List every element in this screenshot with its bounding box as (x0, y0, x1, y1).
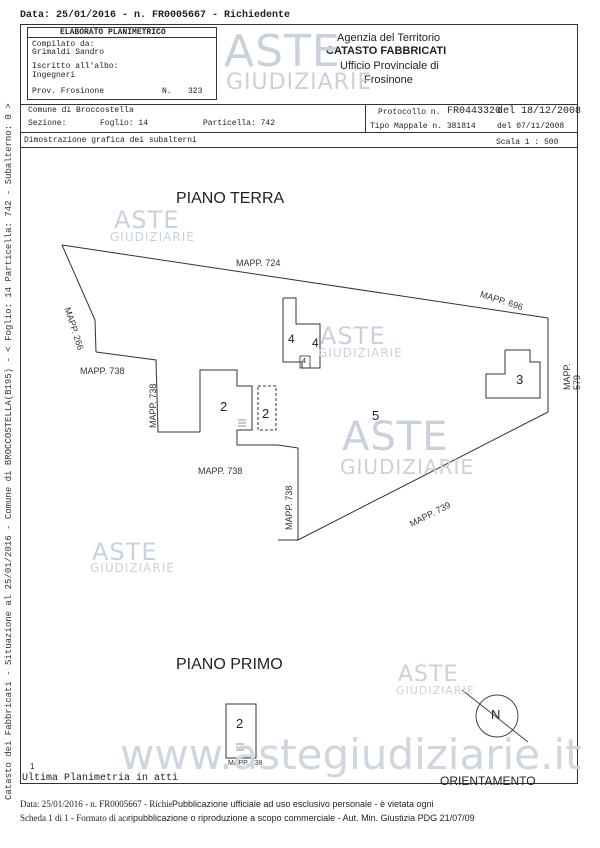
sub-label-2b: 2 (262, 406, 270, 421)
watermark-giudiziarie-top: GIUDIZIARIE (226, 70, 373, 95)
dimostrazione: Dimostrazione grafica dei subalterni (24, 136, 197, 145)
building-sub-2 (199, 369, 299, 541)
compilato-name: Grimaldi Sandro (32, 48, 105, 57)
agency-name: Agenzia del Territorio (337, 32, 441, 44)
tipo-date: del 07/11/2008 (497, 122, 565, 131)
foglio: Foglio: 14 (100, 119, 149, 128)
watermark-aste-5: ASTE (92, 538, 158, 566)
sub-label-3: 3 (516, 372, 524, 387)
building-sub-3 (485, 349, 541, 399)
boundary-mapp-738-upper (95, 351, 200, 433)
protocollo-label: Protocollo n. (378, 108, 441, 117)
footer-publication-2: ripubblicazione o riproduzione a scopo c… (128, 813, 475, 823)
ultima-planimetria: Ultima Planimetria in atti (22, 773, 179, 784)
watermark-giudiziarie-4: GIUDIZIARIE (340, 455, 475, 479)
protocollo-date: del 18/12/2008 (497, 106, 582, 117)
boundary-mapp-266 (61, 244, 97, 353)
watermark-giudiziarie-5: GIUDIZIARIE (90, 561, 175, 575)
piano-terra-label: PIANO TERRA (176, 190, 285, 207)
catasto-title: CATASTO FABBRICATI (326, 45, 447, 57)
watermark-aste-2: ASTE (114, 206, 180, 234)
boundary-mapp-739 (278, 411, 549, 541)
watermark-giudiziarie-3: GIUDIZIARIE (318, 346, 403, 360)
sub-4-small (299, 355, 311, 369)
building-sub-2-primo (225, 703, 257, 759)
label-mapp-724: MAPP. 724 (236, 258, 281, 268)
label-mapp-738-b: MAPP. 738 (148, 383, 158, 428)
office-city: Frosinone (364, 74, 413, 86)
building-sub-4 (282, 297, 321, 369)
sub-label-4a: 4 (288, 332, 295, 346)
sub-2-annex (257, 385, 277, 431)
ufficio-provinciale: Ufficio Provinciale di (340, 60, 439, 72)
boundary-mapp-724 (61, 244, 549, 319)
comune: Comune di Broccostella (28, 106, 134, 115)
sub-label-4b: 4 (312, 336, 319, 350)
sub-label-2a: 2 (220, 399, 228, 414)
document-frame (20, 24, 578, 784)
watermark-site: www.astegiudiziarie.it (120, 730, 582, 779)
footer-publication-1: Pubblicazione ufficiale ad uso esclusivo… (172, 799, 434, 809)
watermark-aste-6: ASTE (398, 662, 459, 687)
iscritto-label: Iscritto all'albo: (32, 62, 119, 71)
label-mapp-738-c: MAPP. 738 (198, 466, 243, 476)
n-value: 323 (188, 87, 203, 96)
compass-rose (461, 689, 529, 743)
particella: Particella: 742 (203, 119, 276, 128)
sezione: Sezione: (28, 119, 67, 128)
label-mapp-738-a: MAPP. 738 (80, 366, 125, 376)
prov-label: Prov. Frosinone (32, 87, 105, 96)
piano-primo-label: PIANO PRIMO (176, 656, 283, 673)
stair-primo (236, 743, 244, 751)
watermark-aste-top: ASTE (224, 26, 341, 77)
stair-marks (238, 419, 246, 427)
watermark-aste-4: ASTE (342, 414, 449, 460)
n-label: N. (162, 87, 172, 96)
label-mapp-738-primo: MAPP. 738 (228, 760, 263, 767)
footer-line1: Data: 25/01/2016 - n. FR0005667 - Richie… (20, 799, 193, 809)
iscritto-value: Ingegneri (32, 71, 76, 80)
info-box (27, 27, 217, 100)
orientamento-label: ORIENTAMENTO (440, 774, 536, 788)
tipo-mappale: Tipo Mappale n. 381814 (370, 122, 476, 131)
sub-label-5: 5 (372, 408, 380, 423)
watermark-aste-3: ASTE (320, 322, 386, 350)
info-box-title: ELABORATO PLANIMETRICO (60, 28, 166, 37)
compass-north: N (491, 707, 501, 722)
protocollo-value: FR0443320 (447, 106, 502, 117)
scale-one: 1 (30, 762, 35, 771)
watermark-giudiziarie-6: GIUDIZIARIE (396, 684, 475, 697)
compilato-label: Compilato da: (32, 40, 95, 49)
watermark-giudiziarie-2: GIUDIZIARIE (110, 230, 195, 244)
sub-label-2-primo: 2 (236, 716, 244, 731)
label-mapp-579: MAPP. 579 (562, 363, 582, 390)
sub-label-4c: 4 (302, 358, 306, 365)
label-mapp-738-d: MAPP. 738 (284, 485, 294, 530)
header-top-line: Data: 25/01/2016 - n. FR0005667 - Richie… (20, 10, 291, 21)
scala: Scala 1 : 500 (496, 138, 559, 147)
